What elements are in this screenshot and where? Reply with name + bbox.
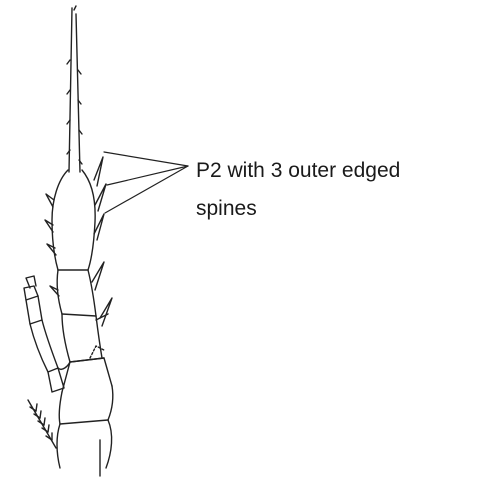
callout-label-line-1: P2 with 3 outer edged <box>196 152 491 190</box>
exopod-distal-segment <box>45 170 95 270</box>
basal-segment <box>58 346 113 424</box>
plumose-seta <box>28 400 56 448</box>
callout-label: P2 with 3 outer edged spines <box>196 152 491 228</box>
terminal-seta <box>67 6 82 172</box>
callout-lines <box>104 152 188 213</box>
exopod-proximal-segment <box>62 298 112 362</box>
outer-edge-spines <box>94 157 106 240</box>
coxa <box>57 420 112 476</box>
callout-label-line-2: spines <box>196 190 491 228</box>
